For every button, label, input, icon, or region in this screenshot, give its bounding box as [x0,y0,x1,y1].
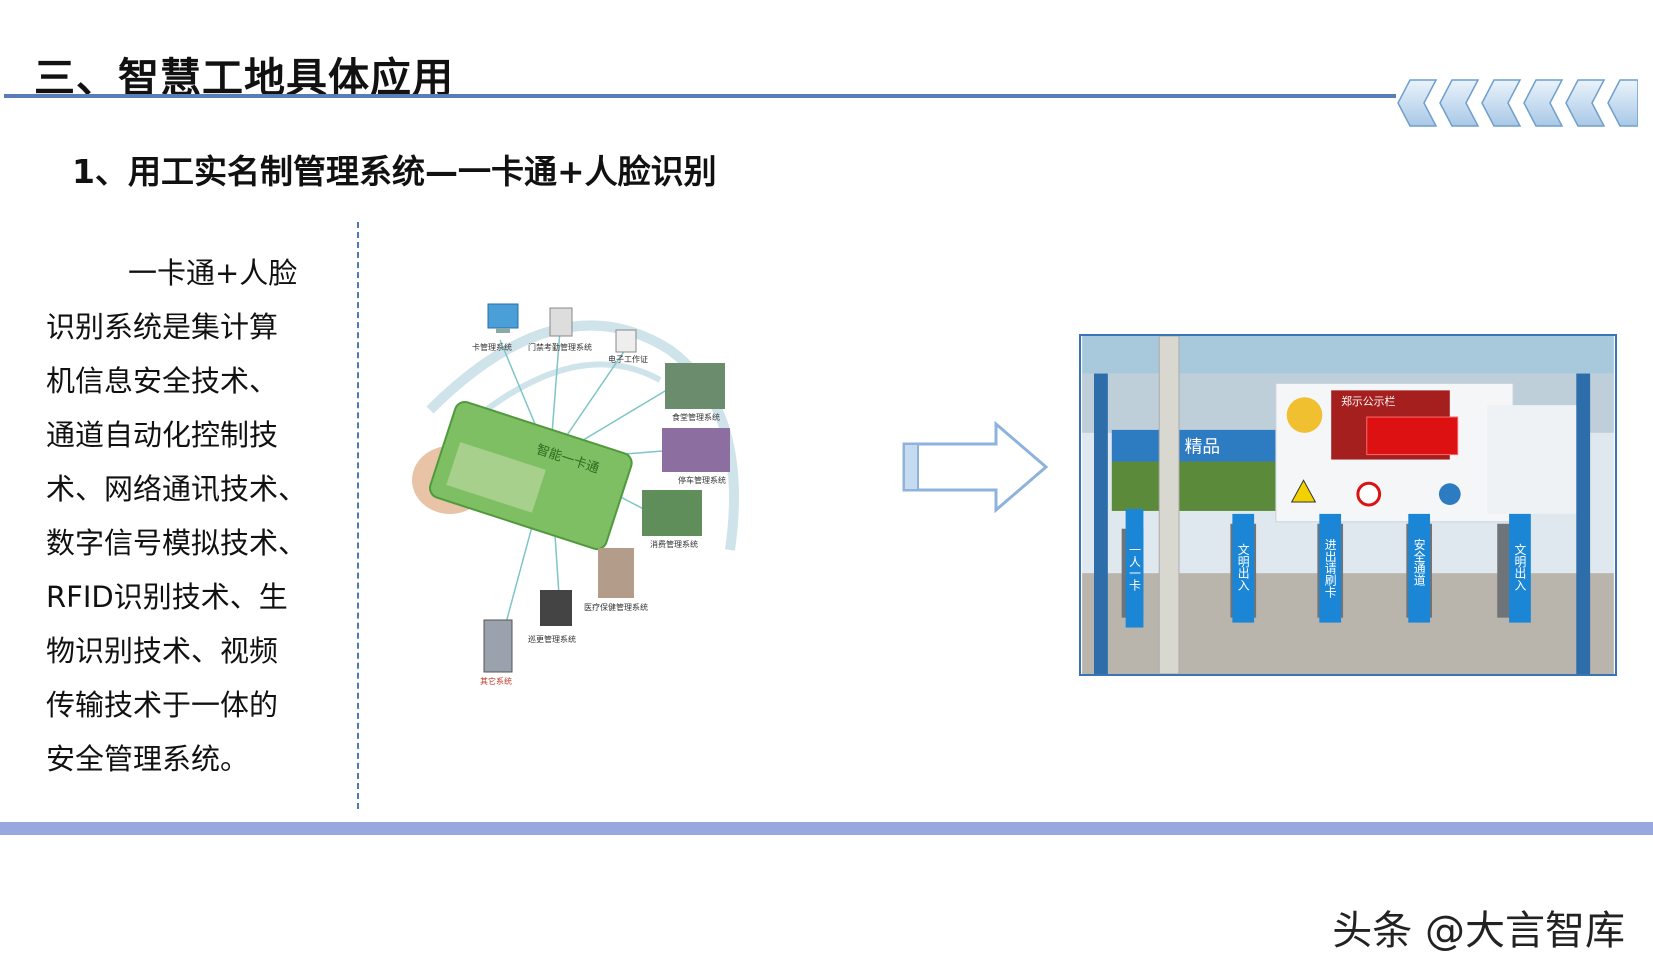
description-line: 机信息安全技术、 [46,364,279,398]
svg-text:文明出入: 文明出入 [1236,543,1250,591]
gate-post [1232,513,1255,623]
chevron-3 [1481,79,1522,127]
svg-text:文明出入: 文明出入 [1513,543,1527,591]
diagram-arc-1 [426,320,739,551]
gate-photo: 质 精品 郑示公示栏 一人一卡 文明出入 进出请刷卡 安全通道 文明出入 [1079,334,1617,676]
svg-text:停车管理系统: 停车管理系统 [678,475,726,485]
helmet-sign-icon [1438,483,1461,505]
description-line: 安全管理系统。 [46,742,250,776]
svg-text:巡更管理系统: 巡更管理系统 [528,634,576,644]
gate-post [1509,513,1531,623]
svg-text:消费管理系统: 消费管理系统 [650,539,698,549]
description-line: RFID识别技术、生 [46,580,288,614]
gate-post [1125,508,1144,628]
elevator-photo [483,619,513,673]
gate-post [1408,513,1431,623]
description-line: 识别系统是集计算 [46,310,279,344]
footer-band [0,822,1653,835]
chevron-1 [1397,79,1438,127]
smart-card-diagram: 智能一卡通 卡管理系统 门禁考勤管理系统 电子工作证 食堂管理系统 停车管理系统… [412,303,739,686]
description-line: 通道自动化控制技 [46,418,279,452]
description-line: 术、网络通讯技术、 [46,472,308,506]
warning-sign-icon [1290,479,1317,503]
no-smoking-icon [1356,481,1382,507]
description-text: 一卡通+人脸 识别系统是集计算 机信息安全技术、 通道自动化控制技 术、网络通讯… [46,246,316,786]
description-line: 传输技术于一体的 [46,688,279,722]
description-line: 一卡通+人脸 [128,256,298,290]
computer-icon [487,303,519,329]
shop-photo [642,490,702,536]
description-line: 物识别技术、视频 [46,634,279,668]
canteen-photo [665,363,725,409]
svg-text:卡管理系统: 卡管理系统 [472,342,512,352]
title-rule [4,94,1396,98]
right-arrow-icon [902,420,1049,514]
worker-helmet-icon [1286,397,1323,433]
description-line: 数字信号模拟技术、 [46,526,308,560]
svg-text:食堂管理系统: 食堂管理系统 [672,412,720,422]
section-subtitle: 1、用工实名制管理系统—一卡通+人脸识别 [72,152,717,191]
chevron-2 [1439,79,1480,127]
svg-text:郑示公示栏: 郑示公示栏 [1341,394,1395,408]
watermark: 头条 @大言智库 [1332,908,1625,954]
patrol-device-photo [540,590,572,626]
svg-text:其它系统: 其它系统 [480,676,512,686]
clinic-photo [598,548,634,598]
chevron-decoration [1397,79,1638,127]
chevron-6 [1607,79,1638,127]
svg-text:安全通道: 安全通道 [1412,538,1426,586]
svg-text:门禁考勤管理系统: 门禁考勤管理系统 [528,342,592,352]
gate-post [1319,513,1342,623]
badge-device-icon [615,329,637,353]
svg-text:医疗保健管理系统: 医疗保健管理系统 [584,602,648,612]
access-terminal-icon [549,307,573,337]
dashed-divider [357,222,359,809]
chevron-5 [1565,79,1606,127]
chevron-4 [1523,79,1564,127]
parking-photo [662,428,730,472]
svg-text:进出请刷卡: 进出请刷卡 [1323,539,1337,598]
svg-text:一人一卡: 一人一卡 [1128,544,1142,591]
svg-text:电子工作证: 电子工作证 [608,354,648,364]
